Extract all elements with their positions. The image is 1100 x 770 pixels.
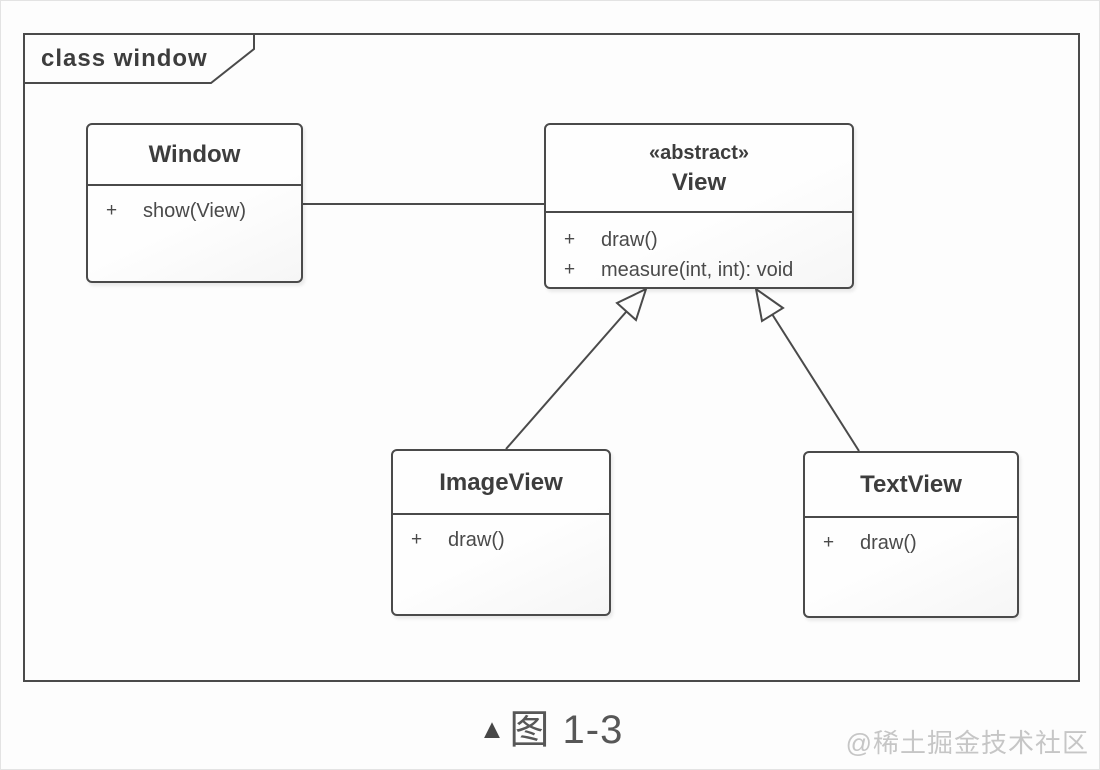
member-signature: draw() [448, 528, 505, 551]
class-box-imageview: ImageView + draw() [391, 449, 611, 616]
class-title: Window [88, 125, 301, 186]
member-signature: draw() [860, 531, 917, 554]
class-member: + show(View) [88, 198, 301, 224]
generalization-line-textview [771, 313, 860, 452]
class-title: ImageView [393, 451, 609, 515]
member-visibility: + [564, 259, 576, 280]
watermark-text: @稀土掘金技术社区 [845, 728, 1089, 758]
member-visibility: + [411, 529, 423, 550]
member-signature: measure(int, int): void [601, 258, 794, 281]
class-title: TextView [805, 453, 1017, 518]
member-visibility: + [106, 200, 118, 221]
class-name: View [671, 169, 727, 196]
class-box-window: Window + show(View) [86, 123, 303, 283]
class-member: + draw() [805, 530, 1017, 556]
frame-label: class window [41, 45, 208, 72]
class-member: + draw() [546, 225, 852, 255]
member-signature: draw() [601, 228, 658, 251]
class-name: TextView [860, 471, 962, 498]
class-members: + draw() [805, 518, 1017, 556]
class-box-textview: TextView + draw() [803, 451, 1019, 618]
generalization-arrowhead-imageview-icon [615, 287, 648, 322]
class-members: + draw() + measure(int, int): void [546, 213, 852, 285]
class-box-view: «abstract» View + draw() + measure(int, … [544, 123, 854, 289]
class-name: ImageView [439, 468, 563, 496]
member-visibility: + [823, 532, 835, 553]
class-members: + show(View) [88, 186, 301, 224]
class-title: «abstract» View [546, 125, 852, 213]
class-members: + draw() [393, 515, 609, 553]
class-member: + measure(int, int): void [546, 255, 852, 285]
class-name: Window [148, 141, 241, 168]
figure-caption: ▲图 1-3 [1, 697, 1099, 755]
generalization-arrowhead-textview-icon [754, 286, 785, 323]
member-visibility: + [564, 229, 576, 250]
frame-border [23, 33, 1080, 682]
class-member: + draw() [393, 527, 609, 553]
caption-text: 图 1-3 [509, 708, 624, 752]
class-stereotype: «abstract» [648, 142, 750, 164]
caption-triangle-icon: ▲ [478, 714, 507, 744]
frame-tab [23, 33, 255, 84]
member-signature: show(View) [143, 199, 246, 222]
generalization-line-imageview [505, 311, 627, 450]
